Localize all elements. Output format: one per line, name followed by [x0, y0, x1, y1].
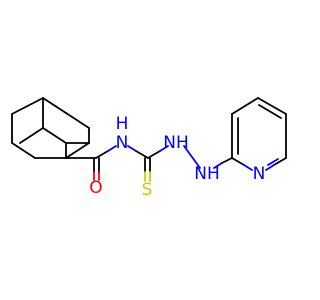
bond	[267, 158, 279, 166]
carbonyl-n-bond-nitrogen-half	[107, 145, 117, 152]
carbonyl-double-bond	[93, 157, 100, 173]
carbonyl-n-bond	[95, 150, 109, 159]
bond	[273, 157, 287, 166]
bond	[42, 127, 67, 144]
sulfur-label: S	[142, 180, 153, 200]
thiocarbon-nh-bond-nitrogen-half	[159, 145, 169, 152]
bond	[231, 97, 259, 115]
bond	[11, 97, 44, 115]
hydrazine-nh-label-2: NH	[194, 164, 220, 184]
bond	[257, 97, 287, 115]
bond	[95, 150, 109, 159]
bond	[213, 162, 223, 169]
thiocarbon-nh-bond	[147, 150, 161, 159]
bond	[19, 127, 44, 144]
amide-n-label: N	[116, 133, 129, 153]
thiocarbonyl-double-bond-sulfur-half	[144, 171, 151, 182]
amide-h-label: H	[116, 114, 129, 134]
bond	[135, 150, 149, 159]
bond	[183, 145, 201, 169]
nh-pyridine-bond-nitrogen-half	[213, 162, 223, 169]
carbonyl-double-bond-oxygen-half	[93, 171, 100, 181]
bond	[65, 112, 90, 129]
bond	[258, 104, 282, 119]
bond	[147, 150, 161, 159]
pyridine-ring-nitrogen-bonds	[243, 158, 279, 171]
bond	[221, 157, 233, 164]
hydrazine-nh-label-1: NH	[163, 133, 189, 153]
bond	[231, 157, 245, 166]
adamantane-cage	[11, 97, 90, 159]
thiocarbonyl-double-bond	[144, 157, 151, 173]
bond	[65, 142, 90, 159]
oxygen-label: O	[89, 178, 102, 198]
bond	[159, 145, 169, 152]
bond	[11, 142, 36, 159]
n-thiocarbon-bond	[135, 150, 149, 159]
molecule-structure: O S H N NH NH N	[11, 97, 287, 200]
bond	[42, 97, 67, 114]
bond	[265, 164, 275, 171]
n-thiocarbon-bond-nitrogen-half	[127, 145, 137, 152]
pyridine-n-label: N	[253, 164, 266, 184]
bond	[127, 145, 137, 152]
bond	[107, 145, 117, 152]
molecule-diagram: O S H N NH NH N	[11, 97, 287, 200]
nh-pyridine-bond	[221, 157, 233, 164]
hydrazine-n-n-bond	[183, 145, 201, 169]
bond	[243, 164, 253, 171]
pyridine-ring	[231, 97, 287, 166]
